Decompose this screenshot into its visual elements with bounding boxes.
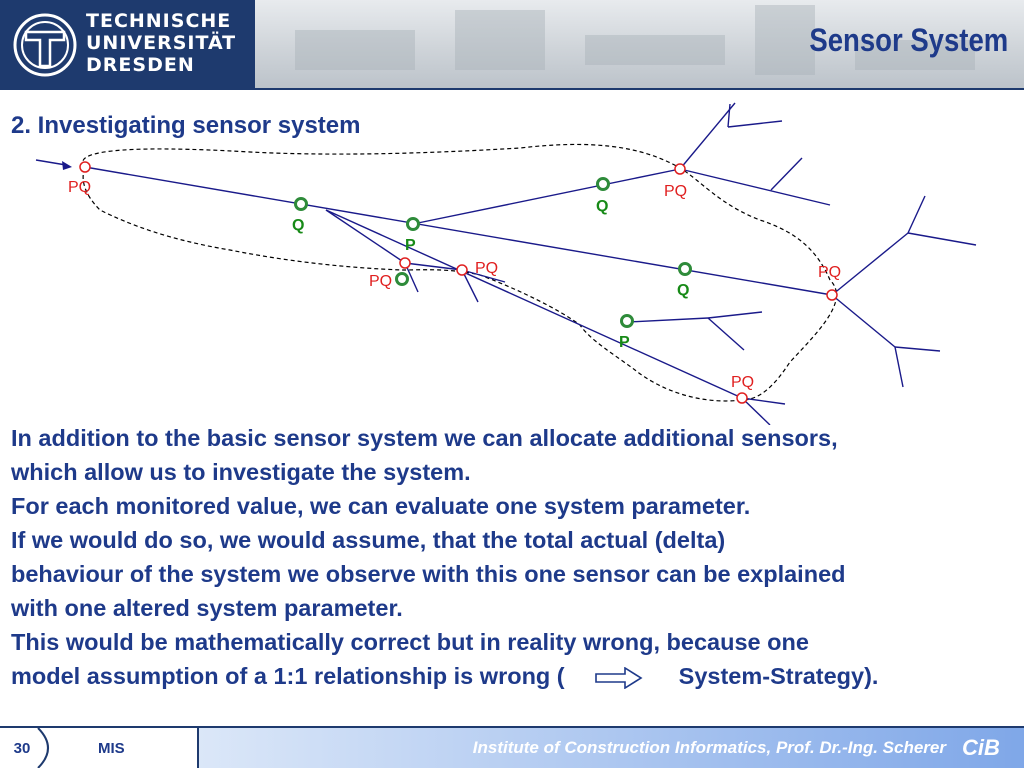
body-line-8-start: model assumption of a 1:1 relationship i… (11, 663, 565, 689)
page-number-box (0, 728, 60, 768)
pq-sensor-2 (674, 163, 686, 175)
page-number-bracket-icon (37, 728, 49, 768)
pq-sensors (79, 161, 838, 404)
body-line-4: If we would do so, we would assume, that… (11, 527, 726, 553)
slide-title: Sensor System (809, 22, 1008, 58)
header-divider (0, 88, 1024, 90)
label-pq-3: PQ (475, 260, 498, 277)
label-p-1: P (405, 237, 416, 254)
monitored-region-boundary (82, 143, 837, 402)
logo-line-2: UNIVERSITÄT (86, 32, 237, 54)
logo-line-3: DRESDEN (86, 54, 195, 76)
section-heading: 2. Investigating sensor system (11, 112, 361, 139)
institute-name: Institute of Construction Informatics, P… (472, 738, 946, 757)
footer: 30 MIS Institute of Construction Informa… (0, 726, 1024, 768)
label-q-1: Q (292, 217, 304, 234)
label-pq-2: PQ (664, 183, 687, 200)
pq-green-sensor (395, 272, 409, 286)
green-sensors (294, 177, 692, 328)
tu-emblem-icon (13, 13, 77, 77)
right-arrow-outline-icon (594, 666, 643, 689)
body-line-3: For each monitored value, we can evaluat… (11, 493, 751, 519)
pipe-network (84, 102, 977, 425)
label-pq-5: PQ (818, 264, 841, 281)
input-arrowhead (62, 161, 72, 170)
body-line-7: This would be mathematically correct but… (11, 629, 809, 655)
label-pq-4: PQ (369, 273, 392, 290)
cib-logo: CiB (962, 735, 1000, 759)
header-photo (255, 0, 1024, 88)
body-line-8: model assumption of a 1:1 relationship i… (11, 659, 1021, 693)
label-q-3: Q (677, 282, 689, 299)
label-p-2: P (619, 334, 630, 351)
body-line-6: with one altered system parameter. (11, 595, 403, 621)
input-arrow (35, 159, 67, 166)
label-pq-6: PQ (731, 374, 754, 391)
p-sensor-1 (406, 217, 420, 231)
body-text: In addition to the basic sensor system w… (11, 421, 1021, 693)
q-sensor-1 (294, 197, 308, 211)
q-sensor-3 (678, 262, 692, 276)
body-line-1: In addition to the basic sensor system w… (11, 425, 838, 451)
university-name: TECHNISCHE UNIVERSITÄT DRESDEN (86, 10, 236, 76)
pq-sensor-3 (399, 257, 411, 269)
pq-sensor-5 (826, 289, 838, 301)
body-line-5: behaviour of the system we observe with … (11, 561, 846, 587)
course-label: MIS (98, 740, 125, 757)
pq-sensor-4 (456, 264, 468, 276)
header: TECHNISCHE UNIVERSITÄT DRESDEN Sensor Sy… (0, 0, 1024, 88)
sensor-network-diagram: PQ PQ PQ PQ PQ PQ Q P Q Q P (35, 102, 977, 425)
label-pq-1: PQ (68, 179, 91, 196)
label-q-2: Q (596, 198, 608, 215)
pq-sensor-1 (79, 161, 91, 173)
cib-logo-text: CiB (962, 735, 1000, 759)
tu-dresden-logo: TECHNISCHE UNIVERSITÄT DRESDEN (0, 0, 255, 88)
body-line-8-end: System-Strategy). (678, 663, 879, 689)
body-line-2: which allow us to investigate the system… (11, 459, 471, 485)
q-sensor-2 (596, 177, 610, 191)
footer-bar (197, 728, 1024, 768)
p-sensor-2 (620, 314, 634, 328)
page-number: 30 (13, 740, 31, 757)
logo-line-1: TECHNISCHE (86, 10, 232, 32)
footer-divider (0, 726, 1024, 728)
pq-sensor-6 (736, 392, 748, 404)
